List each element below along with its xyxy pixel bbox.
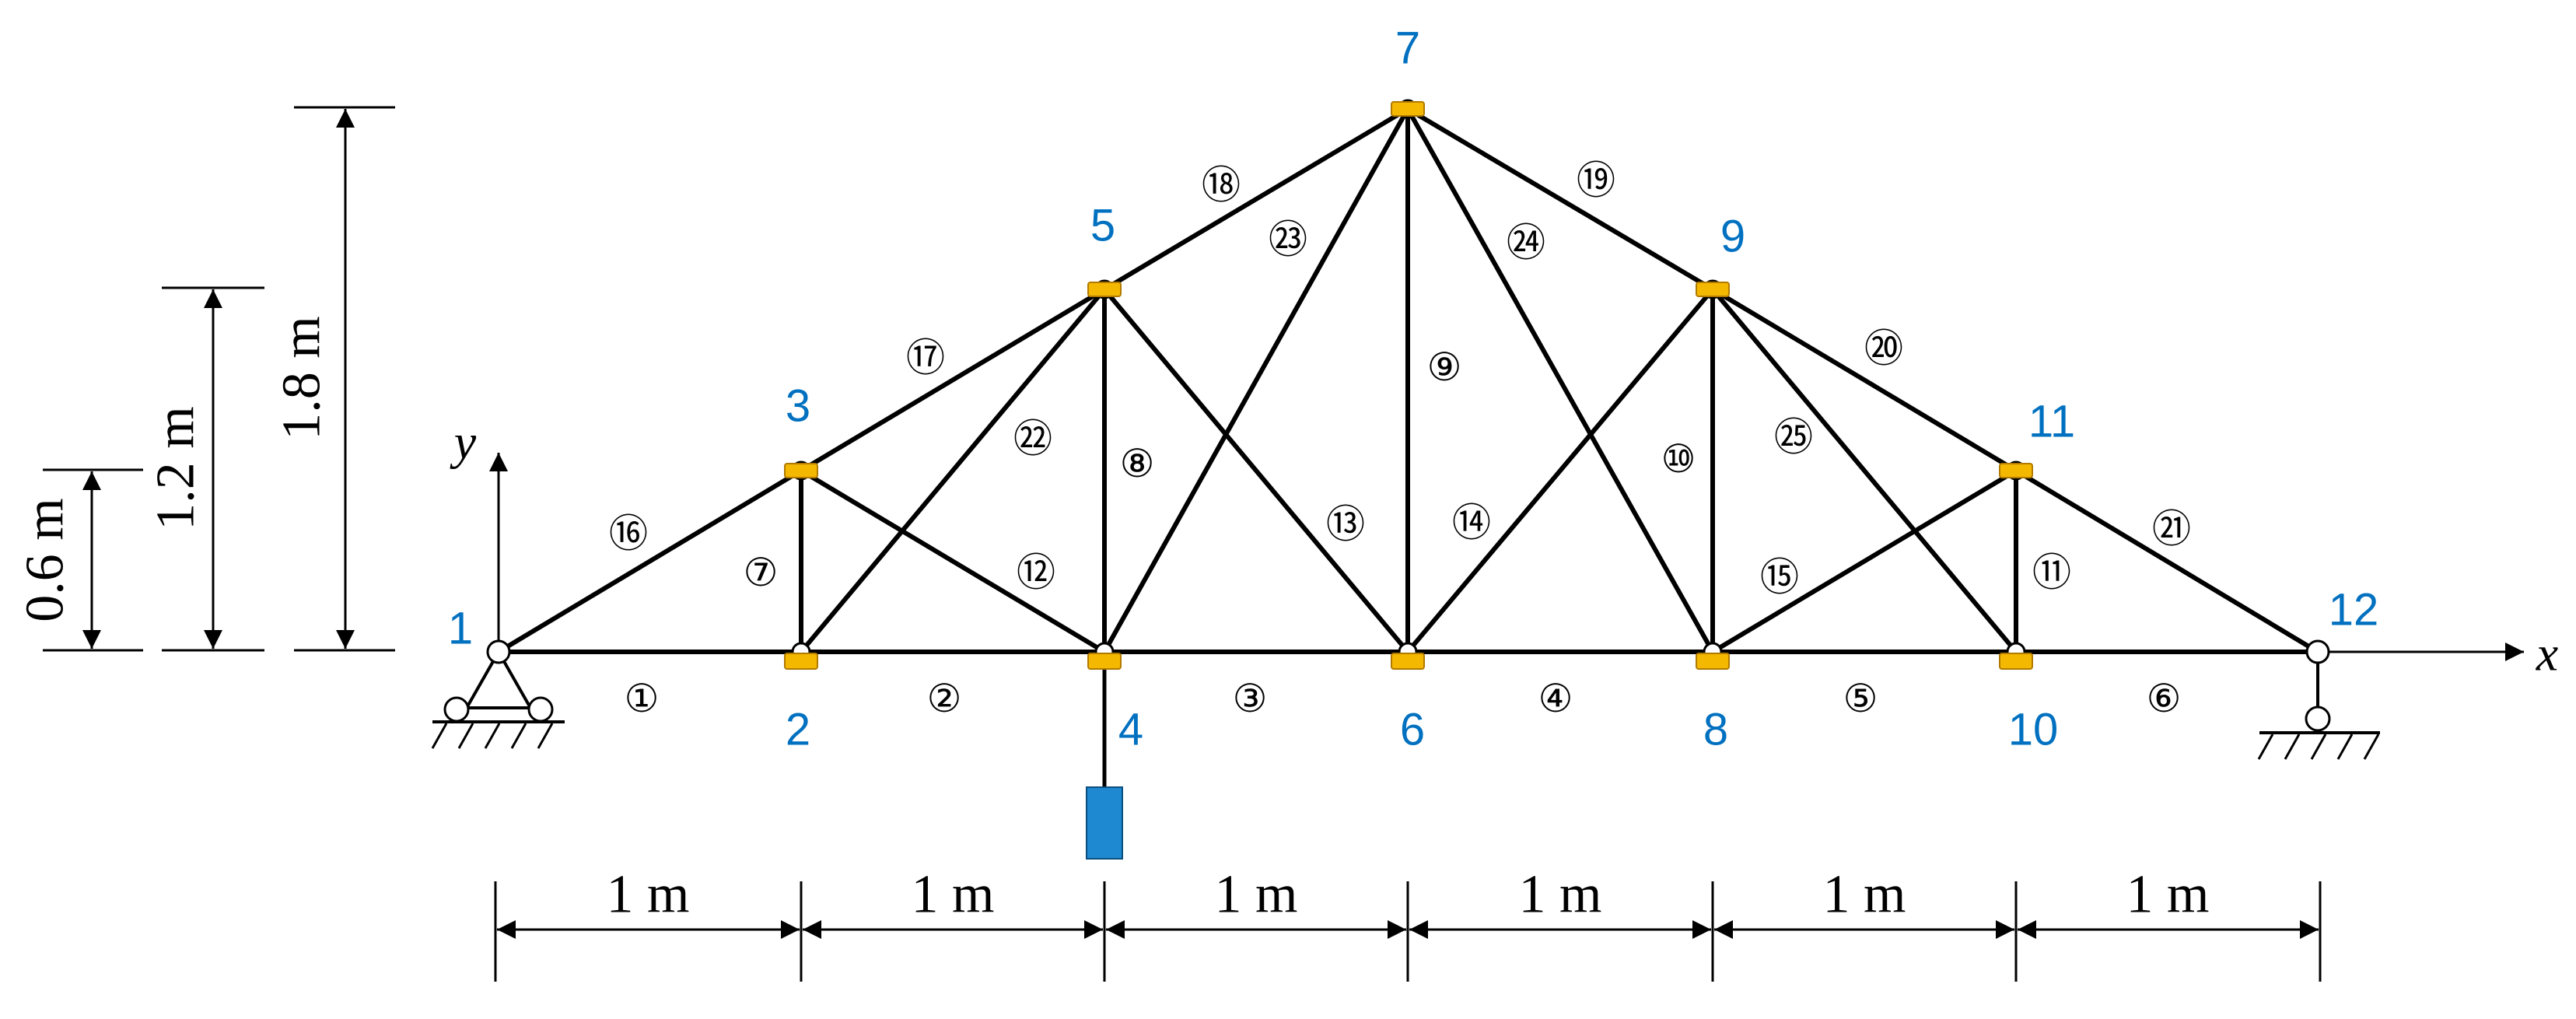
y-axis-label: y: [450, 415, 477, 470]
member-label-8: ⑧: [1120, 442, 1155, 485]
member-19: [1405, 107, 1715, 292]
node-label-10: 10: [2008, 705, 2059, 755]
node-label-6: 6: [1400, 705, 1425, 755]
member-label-12: ⑫: [1017, 551, 1055, 594]
member-label-4: ④: [1538, 677, 1573, 720]
member-15: [1710, 468, 2018, 654]
member-label-3: ③: [1233, 677, 1268, 720]
node-label-8: 8: [1703, 705, 1728, 755]
member-label-17: ⑰: [906, 336, 945, 380]
member-label-15: ⑮: [1760, 555, 1799, 599]
member-17: [799, 287, 1107, 473]
dim-label-height-1-8: 1.8 m: [272, 316, 332, 439]
node-label-7: 7: [1395, 23, 1420, 74]
joint-7: [1391, 99, 1425, 119]
member-label-20: ⑳: [1864, 327, 1903, 370]
members-layer: [496, 107, 2320, 654]
member-21: [2014, 468, 2320, 654]
member-25: [1710, 287, 2018, 654]
member-14: [1405, 287, 1715, 654]
member-label-21: ㉑: [2152, 507, 2191, 551]
vertical-dimensions: 1.8 m 1.2 m 0.6 m: [16, 106, 395, 652]
member-label-22: ㉒: [1013, 417, 1052, 460]
node-label-9: 9: [1720, 212, 1745, 262]
dim-label-height-1-2: 1.2 m: [146, 406, 206, 530]
load-hanging-weight-icon: [1086, 660, 1123, 860]
dim-label-height-0-6: 0.6 m: [16, 498, 75, 622]
member-label-5: ⑤: [1843, 677, 1878, 720]
dim-label-span-6: 1 m: [2126, 865, 2210, 925]
member-label-14: ⑭: [1452, 501, 1491, 545]
member-label-11: ⑪: [2032, 551, 2071, 594]
member-13: [1102, 287, 1410, 654]
member-20: [1710, 287, 2018, 473]
node-label-3: 3: [786, 381, 810, 432]
dim-label-span-3: 1 m: [1215, 865, 1298, 925]
member-24: [1405, 107, 1715, 654]
member-16: [496, 468, 803, 654]
member-23: [1102, 107, 1410, 654]
member-label-1: ①: [625, 677, 660, 720]
joint-3: [784, 460, 818, 481]
node-label-5: 5: [1090, 201, 1115, 251]
joint-10: [1999, 642, 2033, 670]
member-label-18: ⑱: [1202, 163, 1241, 207]
dim-label-span-1: 1 m: [607, 865, 690, 925]
member-label-24: ㉔: [1507, 221, 1545, 264]
joint-5: [1087, 279, 1122, 299]
coordinate-axes: x y: [450, 415, 2558, 681]
joint-6: [1391, 642, 1425, 670]
member-label-19: ⑲: [1577, 159, 1615, 202]
member-18: [1102, 107, 1410, 292]
member-label-9: ⑨: [1427, 345, 1462, 389]
dim-label-span-4: 1 m: [1519, 865, 1602, 925]
member-label-7: ⑦: [744, 551, 779, 594]
node-label-1: 1: [448, 604, 473, 654]
node-label-4: 4: [1118, 705, 1143, 755]
node-label-11: 11: [2028, 397, 2075, 447]
joint-11: [1999, 460, 2033, 481]
x-axis-label: x: [2536, 626, 2558, 681]
member-label-13: ⑬: [1326, 502, 1365, 546]
roller-support-icon: [2257, 639, 2380, 760]
member-label-2: ②: [927, 677, 962, 720]
dim-label-span-5: 1 m: [1823, 865, 1906, 925]
member-22: [799, 287, 1107, 654]
member-label-23: ㉓: [1269, 218, 1307, 261]
load-block: [1086, 786, 1123, 860]
dim-label-span-2: 1 m: [912, 865, 995, 925]
joint-8: [1696, 642, 1730, 670]
joint-2: [784, 642, 818, 670]
joint-9: [1696, 279, 1730, 299]
node-label-2: 2: [786, 705, 810, 755]
node-label-12: 12: [2329, 585, 2379, 636]
horizontal-dimensions: 1 m 1 m 1 m 1 m 1 m 1 m: [494, 865, 2322, 982]
joint-4: [1087, 642, 1122, 670]
member-12: [799, 468, 1107, 654]
member-label-16: ⑯: [609, 512, 648, 555]
pin-support-icon: [431, 639, 565, 749]
joints-layer: [784, 99, 2033, 670]
member-label-6: ⑥: [2147, 677, 2182, 720]
member-label-10: ⑩: [1661, 437, 1696, 481]
member-label-25: ㉕: [1774, 415, 1813, 459]
